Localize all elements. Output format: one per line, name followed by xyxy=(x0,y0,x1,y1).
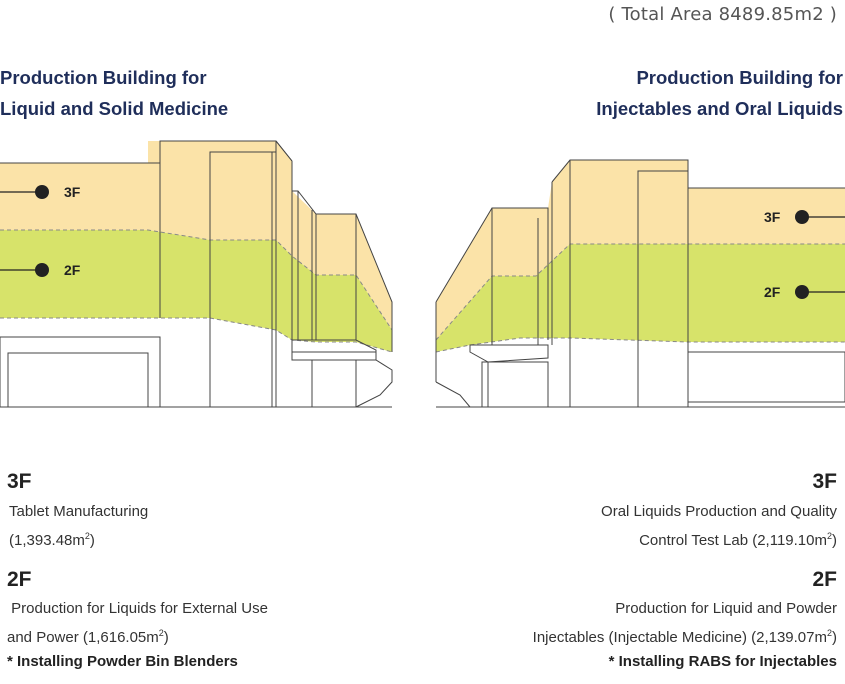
right-2f-marker-label: 2F xyxy=(764,284,781,300)
right-2f-description: Production for Liquid and Powder Injecta… xyxy=(533,597,837,674)
right-title-line2: Injectables and Oral Liquids xyxy=(596,98,843,119)
left-3f-heading: 3F xyxy=(7,470,32,493)
right-3f-description: Oral Liquids Production and Quality Cont… xyxy=(601,500,837,553)
right-2f-note: * Installing RABS for Injectables xyxy=(608,653,837,670)
left-floor2-zone xyxy=(0,230,392,352)
left-2f-note: * Installing Powder Bin Blenders xyxy=(7,653,238,670)
left-3f-line2: (1,393.48m2) xyxy=(9,531,95,549)
total-area-label: ( Total Area 8489.85m2 ) xyxy=(608,4,837,25)
left-2f-heading: 2F xyxy=(7,568,32,591)
left-2f-marker-dot xyxy=(35,263,49,277)
right-3f-line1: Oral Liquids Production and Quality xyxy=(601,503,837,520)
right-2f-heading: 2F xyxy=(812,568,837,591)
left-title-line2: Liquid and Solid Medicine xyxy=(0,98,229,119)
left-2f-line2: and Power (1,616.05m2) xyxy=(7,628,169,646)
left-3f-description: Tablet Manufacturing (1,393.48m2) xyxy=(9,500,148,553)
right-3f-marker-label: 3F xyxy=(764,209,781,225)
right-building-drawing xyxy=(435,159,845,408)
left-2f-line1: Production for Liquids for External Use xyxy=(7,600,268,617)
right-2f-line1: Production for Liquid and Powder xyxy=(615,600,837,617)
left-3f-marker-dot xyxy=(35,185,49,199)
right-building-title: Production Building for Injectables and … xyxy=(596,62,843,124)
right-3f-line2: Control Test Lab (2,119.10m2) xyxy=(639,531,837,549)
left-2f-marker-label: 2F xyxy=(64,262,81,278)
left-2f-description: Production for Liquids for External Use … xyxy=(7,597,268,674)
left-floor3-zone xyxy=(0,141,392,330)
right-title-line1: Production Building for xyxy=(636,67,843,88)
left-3f-marker-label: 3F xyxy=(64,184,81,200)
right-floor3-zone xyxy=(436,160,845,340)
right-3f-heading: 3F xyxy=(812,470,837,493)
right-2f-line2: Injectables (Injectable Medicine) (2,139… xyxy=(532,628,837,646)
left-title-line1: Production Building for xyxy=(0,67,207,88)
left-building-title: Production Building for Liquid and Solid… xyxy=(0,62,228,124)
left-building-drawing xyxy=(0,140,393,408)
left-3f-line1: Tablet Manufacturing xyxy=(9,503,149,520)
